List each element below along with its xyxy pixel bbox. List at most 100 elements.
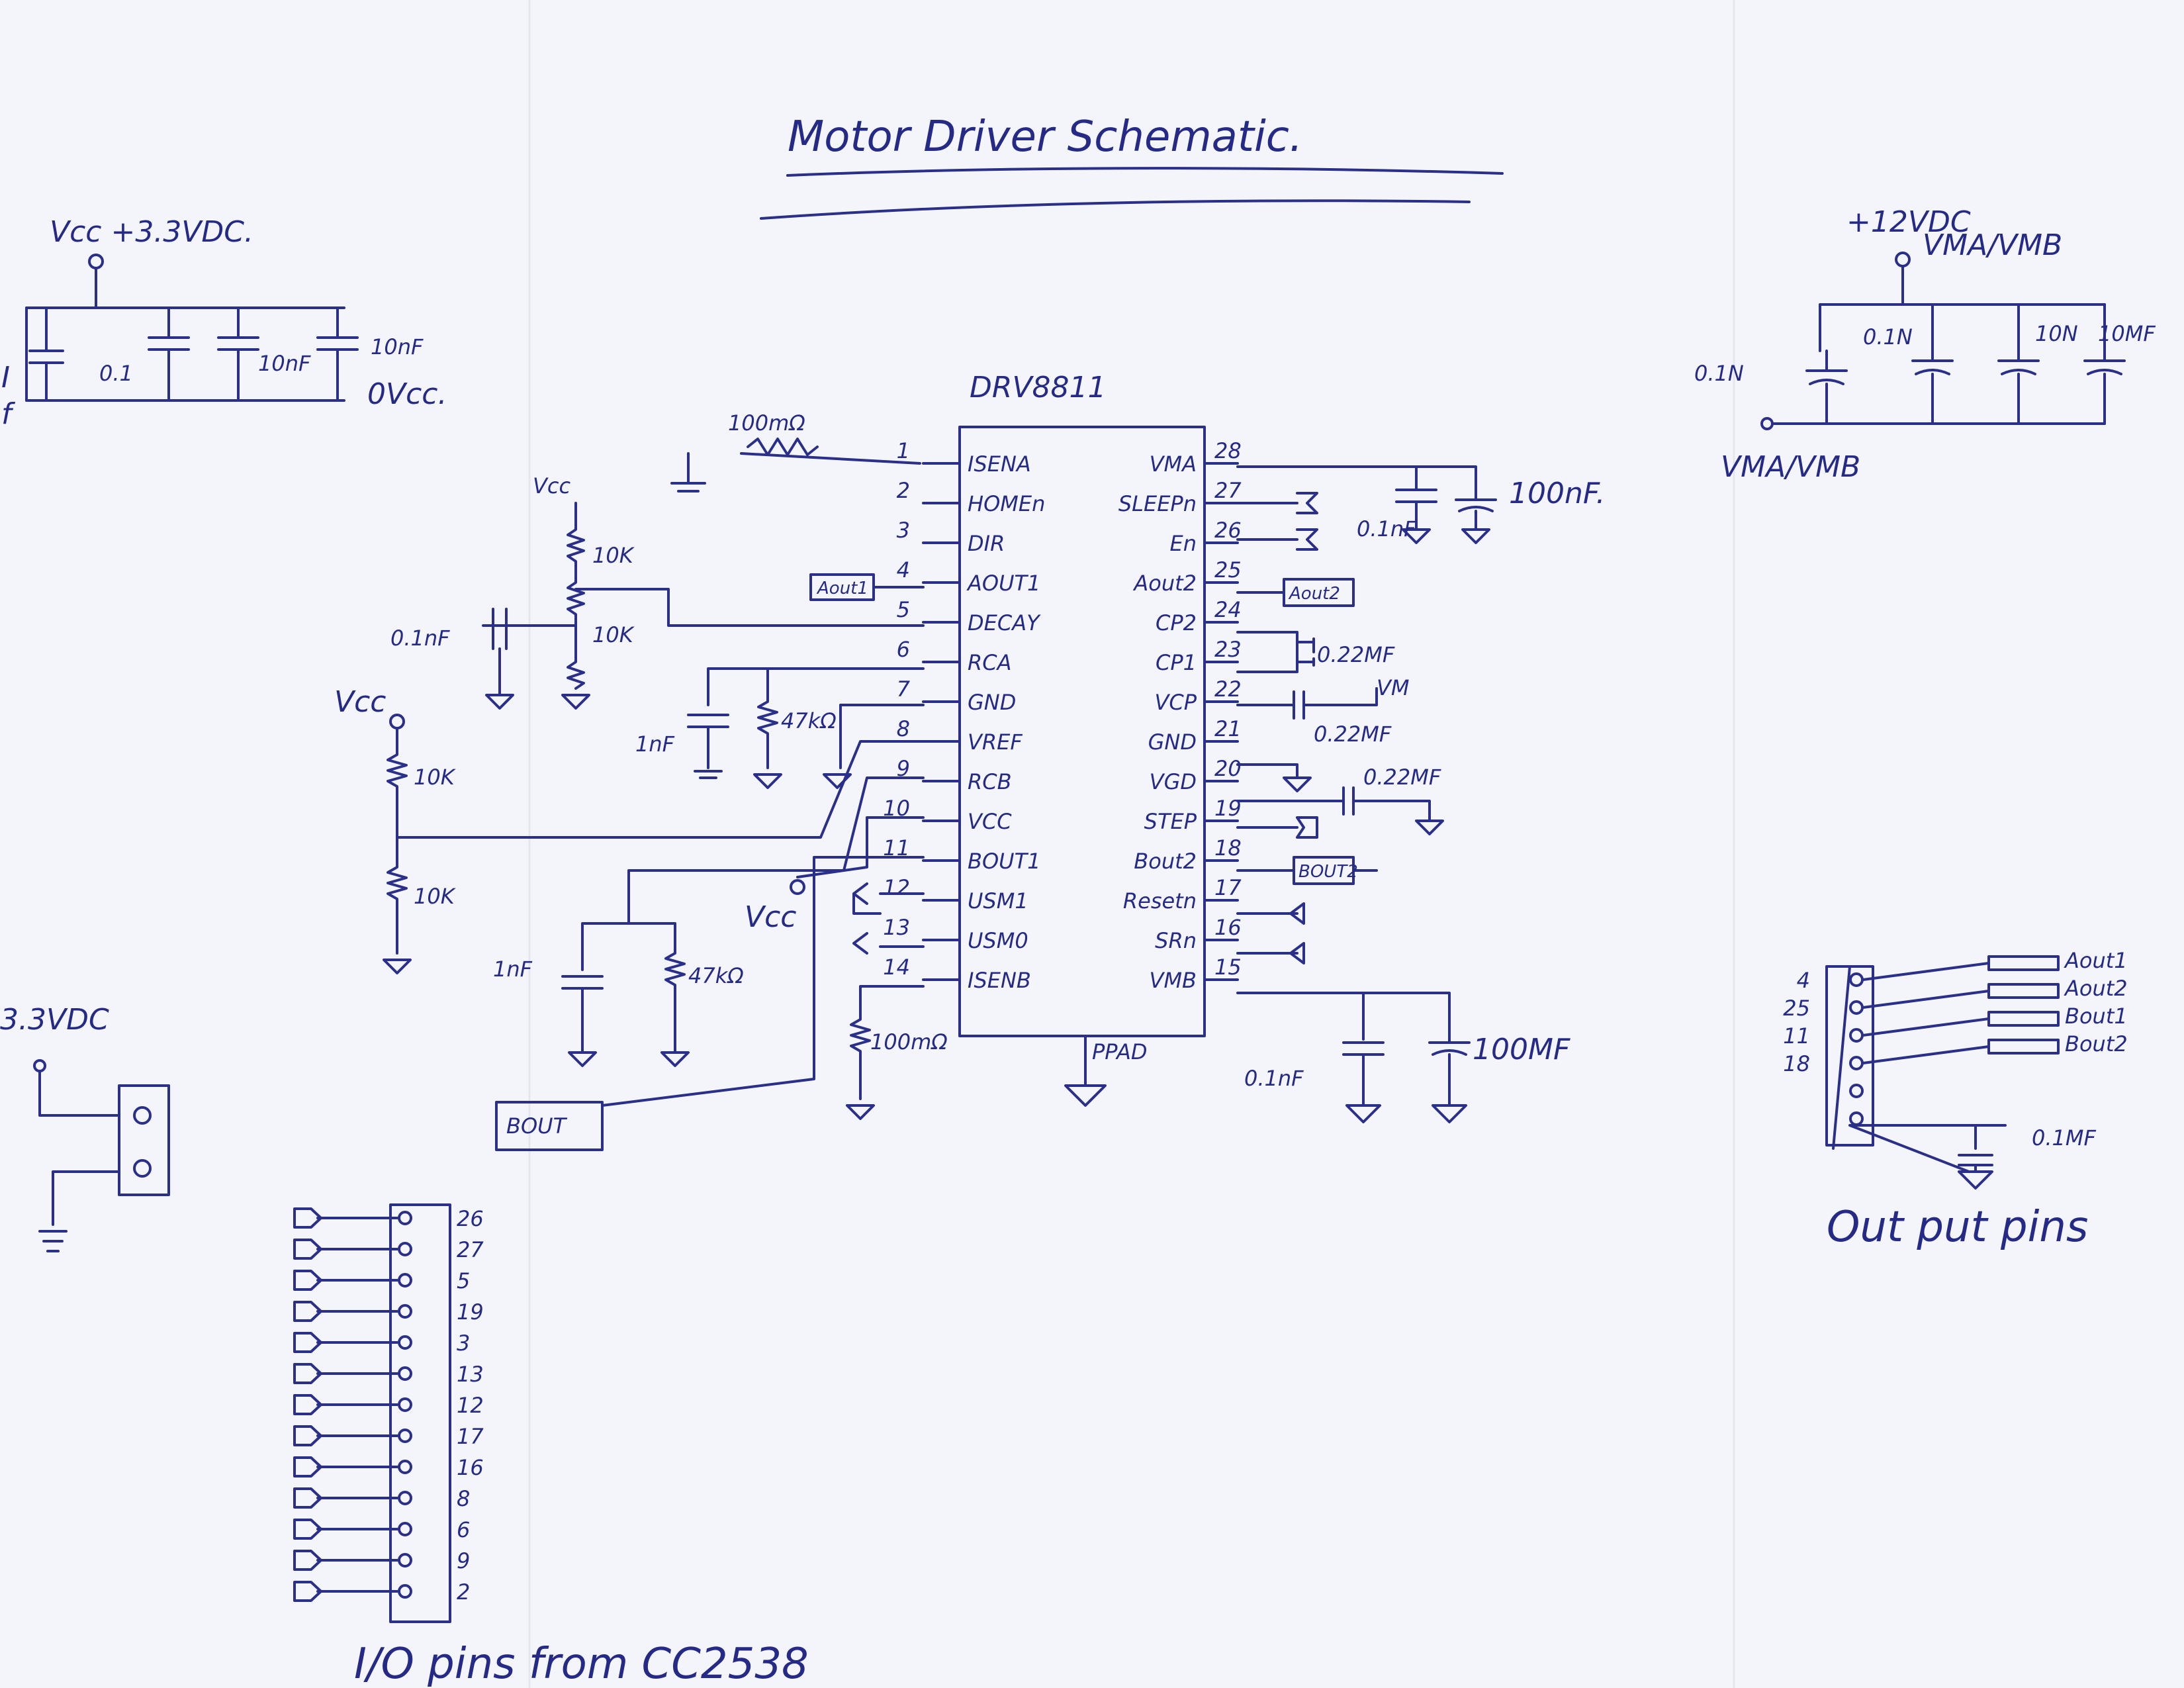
output-pin-number: 4: [1797, 968, 1810, 993]
step-bout2-group: BOUT2: [1236, 816, 1378, 964]
decoupling-capacitor: [2083, 303, 2126, 425]
cap-value-label: 0.1N: [1863, 324, 1913, 350]
vref-resistors: [383, 727, 412, 974]
resistor-label: 10K: [414, 765, 457, 790]
charge-pump-caps: 0.22MF VM 0.22MF 0.22MF: [1236, 631, 1444, 835]
output-pin-wire: [1862, 955, 2060, 981]
output-pin-label: Bout2: [2065, 1031, 2128, 1056]
cap-value-label: 0.1nF: [390, 626, 450, 651]
ic-pin-number: 27: [1214, 478, 1242, 503]
vmb-caps: [1236, 992, 1471, 1123]
motor-supply-decoupling-block: +12VDC VMA/VMB 0.1N 0.1N 10N 10MF VMA/VM…: [1694, 205, 2156, 484]
usm-wires: [852, 882, 925, 955]
header-pin-hole: [398, 1429, 412, 1443]
cap-value-label: 0.22MF: [1317, 642, 1395, 667]
output-header-edge: [1832, 965, 1851, 1150]
ic-pin-number: 18: [1214, 835, 1242, 861]
header-pin-number: 17: [457, 1424, 484, 1449]
schematic-title: Motor Driver Schematic.: [788, 113, 1302, 162]
sense-resistor: [846, 985, 925, 1120]
decoupling-capacitor: [148, 306, 190, 402]
output-pin-label: Bout1: [2065, 1004, 2128, 1029]
cap-value-label: 0.1nF: [1244, 1066, 1304, 1091]
ic-pin-number: 3: [897, 518, 910, 543]
decoupling-capacitor: [217, 306, 259, 402]
ic-pin-label: VMB: [1150, 968, 1197, 993]
step-tag: [1236, 816, 1318, 839]
ic-pin-number: 28: [1214, 438, 1242, 463]
title-underline: [760, 199, 1471, 220]
cap-value-label: 0.22MF: [1363, 765, 1441, 790]
bout2-tag: [1293, 856, 1355, 885]
ic-pin-label: AOUT1: [966, 571, 1040, 596]
resistor-label: 10K: [592, 543, 635, 568]
header-pin-number: 26: [457, 1206, 484, 1231]
header-pin-wire: [293, 1581, 398, 1602]
vcc-label: Vcc: [334, 685, 386, 719]
ic-pin-label: SRn: [1155, 928, 1197, 953]
decoupling-capacitor: [1911, 303, 1954, 425]
header-pin-number: 5: [457, 1268, 470, 1293]
output-pin-number: 25: [1783, 996, 1810, 1021]
decoupling-capacitor: [28, 306, 64, 402]
sleep-en-tags: [1236, 492, 1318, 551]
header-pin-number: 6: [457, 1517, 470, 1542]
header-pin-wire: [293, 1425, 398, 1446]
cap-value-label: 1nF: [635, 731, 675, 757]
cap-value-label: 0.22MF: [1314, 722, 1392, 747]
vcc-terminal: [33, 1059, 46, 1072]
vm-label: VM: [1377, 675, 1410, 700]
bout-wire: [601, 856, 925, 1107]
vcc-pin-wire: [796, 816, 925, 878]
cap-value-label: 0.1nF: [1357, 516, 1416, 541]
decay-wire: [574, 588, 925, 627]
header-pin-wire: [293, 1332, 398, 1353]
cap-value-label: 10MF: [2098, 321, 2156, 346]
sense-resistor: [670, 438, 921, 492]
ic-pin-label: ISENA: [968, 451, 1031, 477]
vma-vmb-bottom-label: VMA/VMB: [1721, 450, 1860, 484]
header-body: [389, 1203, 451, 1623]
reset-srn-tags: [1236, 902, 1305, 964]
cap-value-label: 0.1MF: [2032, 1125, 2097, 1150]
output-caption: Out put pins: [1827, 1203, 2088, 1252]
cap-value-label: 100MF: [1473, 1033, 1570, 1066]
sense-resistor-label: 100mΩ: [870, 1029, 948, 1055]
ppad-label: PPAD: [1092, 1039, 1148, 1064]
header-pin-hole: [398, 1491, 412, 1505]
header-pin-wire: [293, 1519, 398, 1540]
output-pin-wire: [1862, 1039, 2060, 1064]
output-pin-number: 11: [1783, 1023, 1810, 1049]
ic-pin-number: 17: [1214, 875, 1242, 900]
ic-pin-number: 23: [1214, 637, 1242, 662]
output-pin-hole: [1849, 1056, 1864, 1070]
ic-pin-label: DIR: [968, 531, 1005, 556]
drv8811-ic: DRV8811 1ISENA2HOMEn3DIR4AOUT15DECAY6RCA…: [883, 371, 1242, 1107]
resistor-label: 47kΩ: [688, 963, 744, 988]
ic-pin-label: SLEEPn: [1118, 491, 1197, 516]
ic-pin-label: CP2: [1156, 610, 1197, 635]
connector-pin: [133, 1159, 152, 1178]
header-pin-hole: [398, 1584, 412, 1599]
aout2-tag-group: Aout2: [1236, 578, 1355, 607]
ic-pin-number: 13: [883, 915, 910, 940]
header-pin-wire: [293, 1394, 398, 1415]
resistor-label: 47kΩ: [781, 708, 837, 733]
aout1-tag-group: Aout1: [809, 573, 925, 601]
microstep-inputs: [852, 882, 925, 955]
ic-pin-number: 19: [1214, 796, 1242, 821]
cap-value-label: 0.1: [99, 361, 133, 386]
edge-label: f: [1, 397, 16, 431]
ic-pin-number: 20: [1214, 756, 1242, 781]
header-pin-hole: [398, 1397, 412, 1412]
isenb-sense-circuit: 100mΩ: [846, 985, 948, 1120]
header-pin-wire: [293, 1301, 398, 1322]
ic-left-pins: 1ISENA2HOMEn3DIR4AOUT15DECAY6RCA7GND8VRE…: [883, 438, 1045, 993]
ic-pin-number: 1: [897, 438, 910, 463]
ic-pin-number: 5: [897, 597, 910, 622]
output-pin-label: Aout2: [2064, 976, 2128, 1001]
header-pin-number: 19: [457, 1299, 484, 1325]
header-pin-hole: [398, 1522, 412, 1536]
